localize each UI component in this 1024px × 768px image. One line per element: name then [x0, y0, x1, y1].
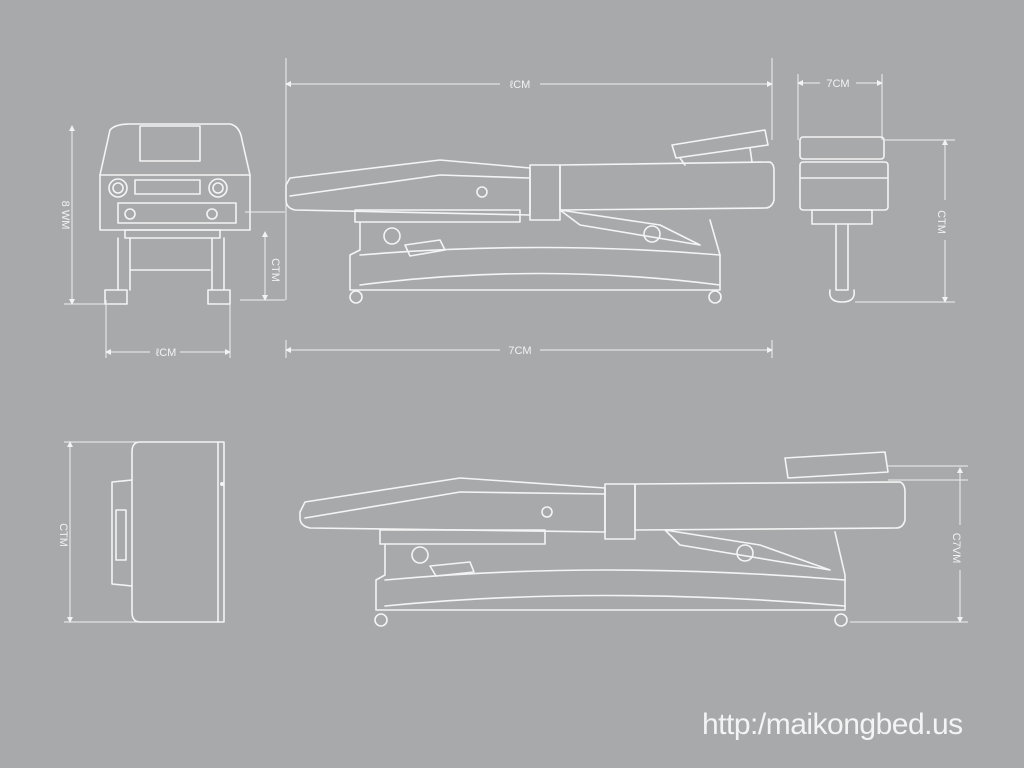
front-view: 8 WM CTM ℓCM — [59, 123, 285, 359]
lower-left-height-label: CTM — [57, 523, 69, 547]
watermark-url: http:/maikongbed.us — [702, 708, 963, 741]
head-end-view: CTM — [57, 441, 225, 623]
top-length-label: ℓCM — [510, 79, 531, 91]
front-leg-height-label: CTM — [269, 258, 281, 282]
front-width-label: ℓCM — [156, 347, 177, 359]
end-height-label: CTM — [935, 210, 947, 234]
top-right-width-label: 7CM — [826, 78, 849, 90]
end-view: 7CM CTM — [797, 74, 955, 303]
side-view-lower: C7VM — [299, 451, 968, 627]
side-length-label: 7CM — [508, 345, 531, 357]
front-height-label: 8 WM — [59, 201, 71, 230]
lower-side-height-label: C7VM — [950, 533, 962, 564]
side-view-top: ℓCM 7CM — [285, 58, 775, 358]
